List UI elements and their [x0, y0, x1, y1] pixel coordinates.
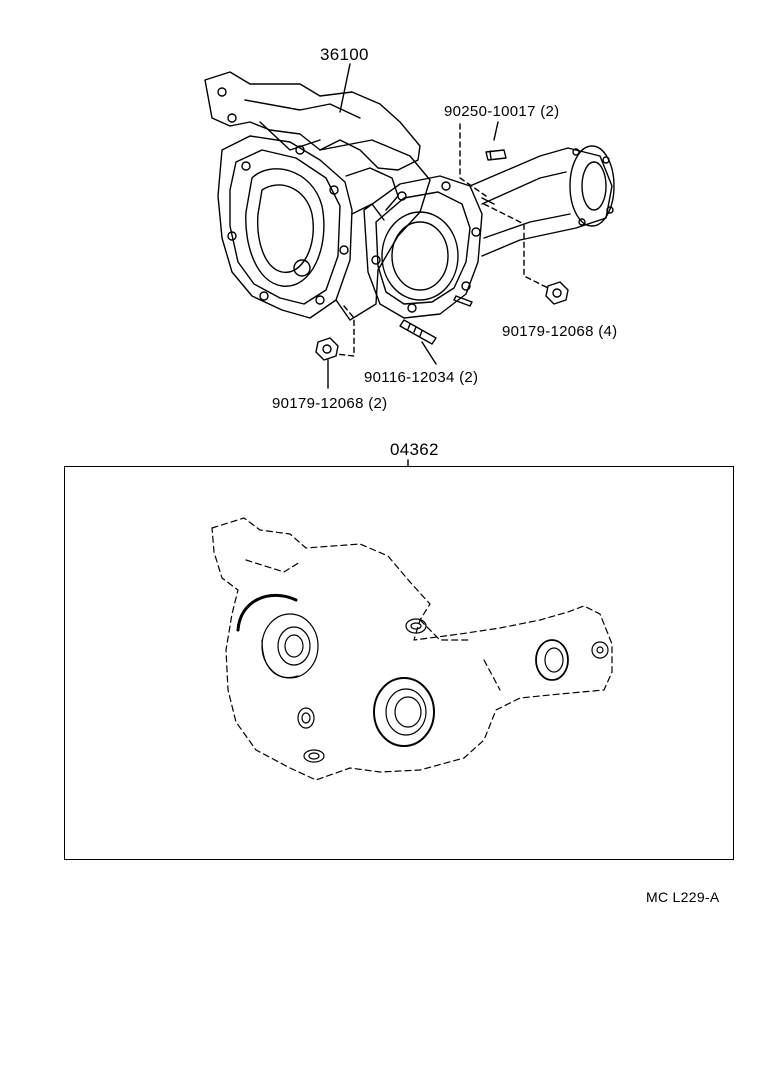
dashed-leader-pin [459, 123, 487, 197]
callout-stud: 90116-12034 (2) [364, 370, 478, 385]
bracket-hole [217, 87, 227, 97]
illustration-reference-code: MC L229-A [646, 889, 720, 905]
transfer-case-assembly [204, 63, 615, 321]
bracket-hole [227, 113, 237, 123]
extension-plug [591, 641, 609, 659]
callout-right-nut-qty: (4) [598, 323, 618, 340]
small-seal-mid [297, 707, 315, 729]
leader-36100 [339, 63, 351, 113]
front-case-flange [217, 135, 353, 319]
front-bore [245, 168, 325, 287]
callout-left-nut-number: 90179-12068 [272, 395, 364, 412]
callout-stud-number: 90116-12034 [364, 369, 455, 386]
callout-right-nut: 90179-12068 (4) [502, 324, 617, 339]
flange-nut-left [315, 337, 339, 361]
front-oil-seal-ring [236, 594, 298, 632]
assembly-part-number: 36100 [320, 45, 369, 64]
leader-stud [421, 341, 437, 365]
output-flange [569, 145, 615, 227]
callout-left-nut: 90179-12068 (2) [272, 396, 387, 411]
kit-frame [64, 466, 734, 860]
middle-case [319, 139, 431, 321]
extension-housing [469, 147, 613, 257]
dowel-pin [485, 149, 507, 161]
flange-nut-right [545, 281, 569, 305]
phantom-case-outline [211, 517, 613, 781]
callout-right-nut-number: 90179-12068 [502, 323, 594, 340]
dashed-leader-right-nut [483, 203, 549, 289]
callout-stud-qty: (2) [459, 369, 479, 386]
callout-top-pin-qty: (2) [540, 103, 560, 120]
dashed-leader-left-nut [335, 305, 355, 357]
mount-bracket [204, 71, 421, 171]
small-seal-bottom [303, 749, 325, 763]
gasket-kit-illustration [211, 517, 613, 781]
kit-part-number: 04362 [390, 440, 439, 459]
rear-oil-seal [373, 677, 435, 747]
rear-bore [381, 211, 459, 301]
callout-left-nut-qty: (2) [368, 395, 388, 412]
rear-case-flange [363, 175, 483, 319]
small-seal-top [405, 618, 427, 634]
extension-seal [535, 639, 569, 681]
callout-top-pin: 90250-10017 (2) [444, 104, 559, 119]
stud-bolt [399, 319, 437, 345]
callout-top-pin-number: 90250-10017 [444, 103, 536, 120]
leader-pin [493, 121, 499, 141]
